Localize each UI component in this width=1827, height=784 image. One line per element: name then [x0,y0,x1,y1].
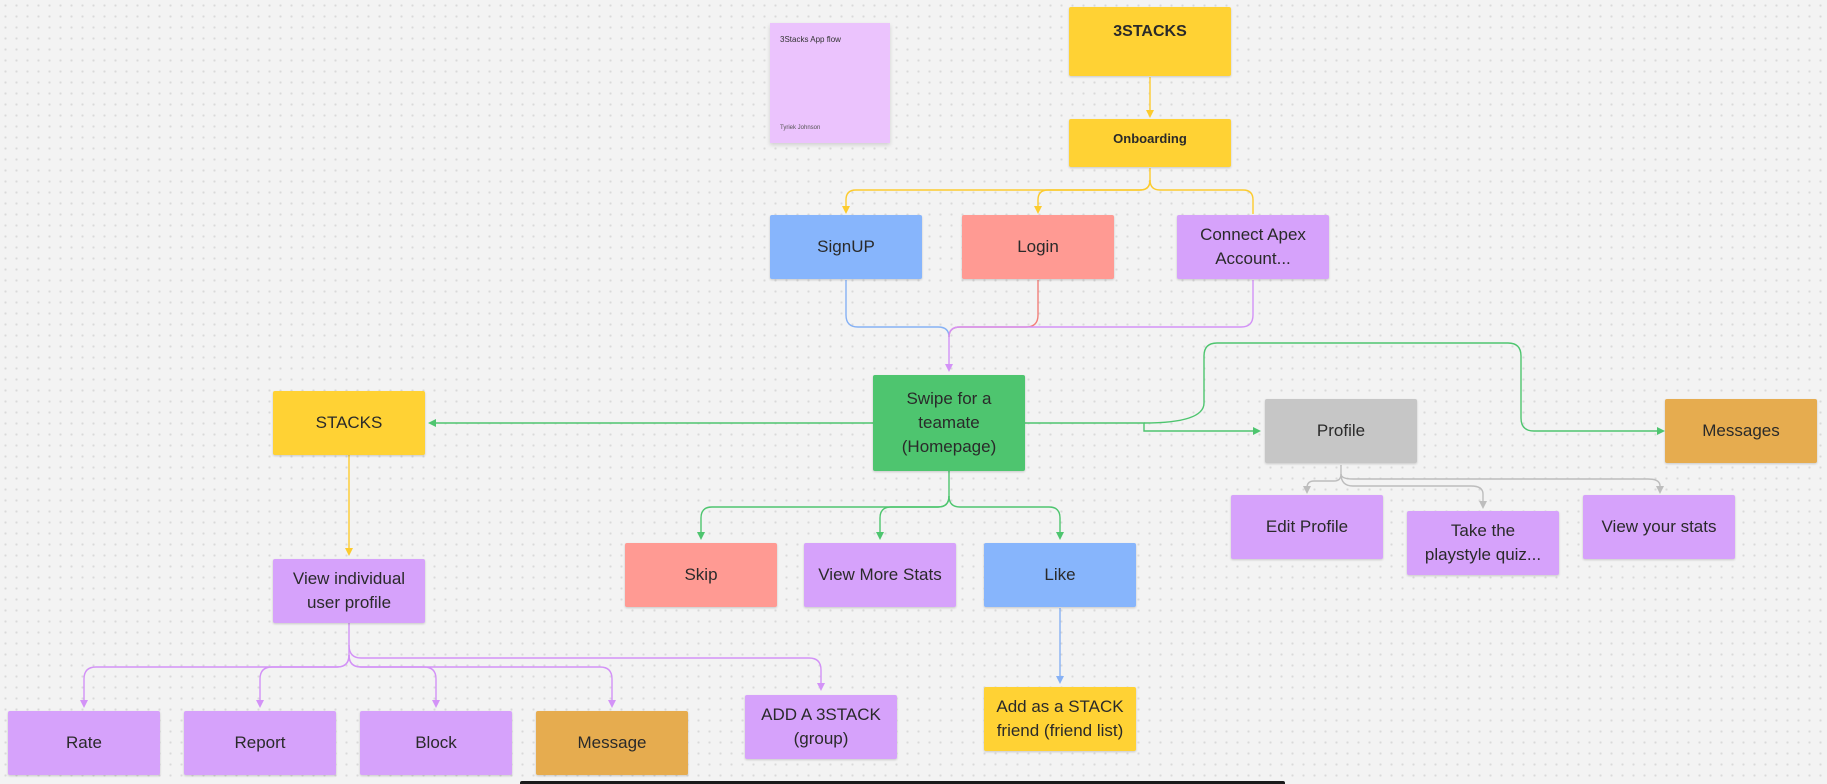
node-profile[interactable]: Profile [1265,399,1417,463]
node-add-stack-friend[interactable]: Add as a STACK friend (friend list) [984,687,1136,751]
node-block-label: Block [415,733,457,752]
sticky-note-title: 3Stacks App flow [780,35,841,44]
node-messages[interactable]: Messages [1665,399,1817,463]
node-swipe-homepage-label: Swipe for a teamate (Homepage) [901,389,997,456]
node-rate-label: Rate [66,733,102,752]
node-like[interactable]: Like [984,543,1136,607]
node-signup[interactable]: SignUP [770,215,922,279]
node-login[interactable]: Login [962,215,1114,279]
node-onboarding-label: Onboarding [1113,131,1187,146]
connector-vi-rate [80,623,350,708]
node-view-individual-profile-label: View individual user profile [292,569,406,612]
node-3stacks[interactable]: 3STACKS [1069,7,1231,76]
connector-signup-swipe [845,280,950,338]
connector-vi-add3stack [348,644,825,691]
node-like-label: Like [1044,565,1076,584]
node-3stacks-label: 3STACKS [1113,23,1187,40]
connector-swipe-viewmore [876,495,950,540]
connector-vi-message [348,654,616,708]
node-report[interactable]: Report [184,711,336,775]
connector-swipe-like [948,495,1064,540]
connector-swipe-skip [697,471,950,540]
node-add-stack-friend-label: Add as a STACK friend (friend list) [996,697,1124,740]
node-signup-label: SignUP [817,237,875,256]
connector-onboarding-connect [1149,179,1254,214]
node-playstyle-quiz-label: Take the playstyle quiz... [1424,521,1542,564]
node-view-your-stats[interactable]: View your stats [1583,495,1735,559]
connector-onboarding-signup [842,168,1151,214]
node-skip[interactable]: Skip [625,543,777,607]
connector-profile-stats [1340,473,1664,494]
node-rate[interactable]: Rate [8,711,160,775]
node-view-individual-profile[interactable]: View individual user profile [273,559,425,623]
connector-profile-quiz [1340,473,1487,509]
node-report-label: Report [234,733,286,752]
node-stacks[interactable]: STACKS [273,391,425,455]
node-view-more-stats[interactable]: View More Stats [804,543,956,607]
connector-onboarding-login [1034,179,1151,214]
node-profile-label: Profile [1316,421,1366,440]
node-message-label: Message [577,733,647,752]
connector-vi-report [256,654,350,708]
node-swipe-homepage[interactable]: Swipe for a teamate (Homepage) [873,375,1025,471]
node-edit-profile-label: Edit Profile [1265,517,1349,536]
bottom-toolbar-edge [520,781,1285,784]
node-message[interactable]: Message [536,711,688,775]
connector-connect-swipe [945,280,1254,372]
node-skip-label: Skip [684,565,718,584]
node-edit-profile[interactable]: Edit Profile [1231,495,1383,559]
node-view-more-stats-label: View More Stats [818,565,942,584]
connector-profile-edit [1303,465,1342,494]
connector-swipe-messages [1143,342,1665,435]
node-playstyle-quiz[interactable]: Take the playstyle quiz... [1407,511,1559,575]
node-add-3stack-group-label: ADD A 3STACK (group) [761,705,881,748]
connector-login-swipe [948,280,1039,338]
node-connect-apex[interactable]: Connect Apex Account... [1177,215,1329,279]
node-messages-label: Messages [1702,421,1780,440]
node-stacks-label: STACKS [315,413,383,432]
sticky-note-author: Tyriek Johnson [780,125,821,131]
node-login-label: Login [1017,237,1059,256]
node-add-3stack-group[interactable]: ADD A 3STACK (group) [745,695,897,759]
connector-vi-block [348,654,440,708]
node-block[interactable]: Block [360,711,512,775]
node-connect-apex-label: Connect Apex Account... [1200,225,1306,268]
node-view-your-stats-label: View your stats [1601,517,1717,536]
sticky-note[interactable]: 3Stacks App flow Tyriek Johnson [770,23,890,143]
node-onboarding[interactable]: Onboarding [1069,119,1231,167]
connector-swipe-profile [1025,422,1261,435]
